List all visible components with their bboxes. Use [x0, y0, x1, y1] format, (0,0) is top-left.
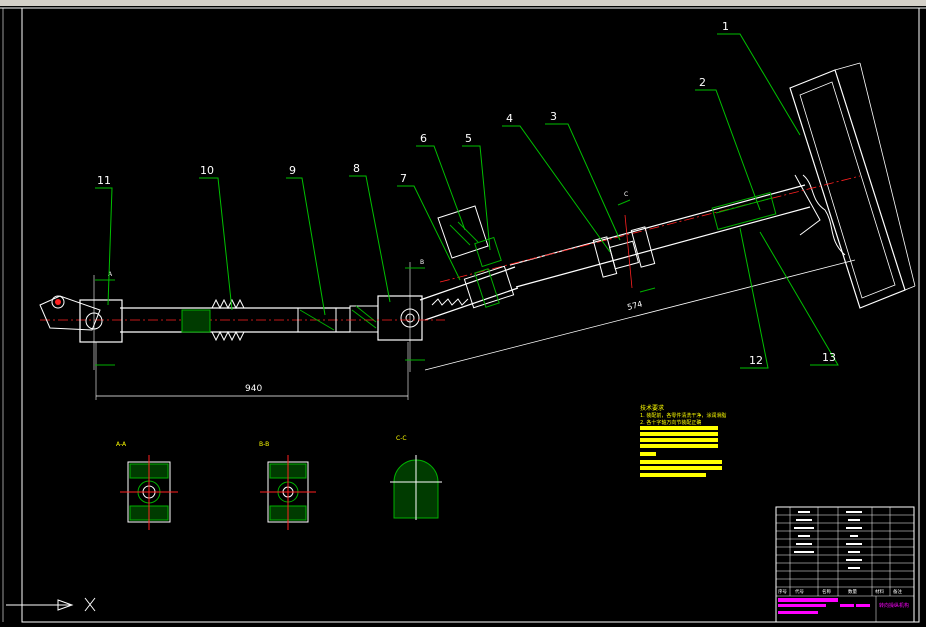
svg-text:A-A: A-A: [116, 441, 127, 448]
intermediate-shaft: [40, 298, 445, 342]
notes-line-1: 1. 装配前，各零件清洗干净，涂润滑脂: [640, 412, 726, 419]
window-title-bar: [0, 0, 926, 6]
section-view-c: C-C: [390, 435, 442, 520]
svg-text:序号: 序号: [778, 588, 787, 595]
svg-text:名称: 名称: [822, 588, 831, 595]
callout-12: 12: [749, 354, 763, 367]
universal-joint-upper: [349, 262, 423, 372]
notes-line-2: 2. 各十字轴万向节装配正确: [640, 419, 701, 426]
section-markers: A B C: [95, 191, 656, 366]
callout-10: 10: [200, 164, 214, 177]
dimension-940: 940: [95, 342, 409, 400]
column-lower-bracket: [419, 205, 519, 321]
callout-5: 5: [465, 132, 472, 145]
callout-6: 6: [420, 132, 427, 145]
section-view-a: A-A: [116, 441, 178, 530]
technical-requirements: 技术要求 1. 装配前，各零件清洗干净，涂润滑脂 2. 各十字轴万向节装配正确: [640, 404, 726, 477]
callout-11: 11: [97, 174, 111, 187]
svg-text:备注: 备注: [893, 588, 902, 595]
dimension-574: 574: [424, 259, 856, 371]
callout-9: 9: [289, 164, 296, 177]
drawing-border: [21, 7, 920, 623]
svg-text:代号: 代号: [795, 588, 804, 595]
steering-column-upper: [439, 175, 861, 289]
universal-joint-lower: [39, 275, 123, 370]
callout-8: 8: [353, 162, 360, 175]
steering-wheel: [789, 62, 916, 309]
callout-7: 7: [400, 172, 407, 185]
notes-title: 技术要求: [640, 404, 664, 412]
svg-text:A: A: [108, 271, 113, 278]
svg-text:C: C: [624, 191, 628, 198]
dimension-label-574: 574: [626, 300, 643, 312]
svg-text:数量: 数量: [848, 588, 857, 595]
drawing-name: 转向操纵机构: [879, 602, 909, 609]
callout-3: 3: [550, 110, 557, 123]
callout-4: 4: [506, 112, 513, 125]
section-view-b: B-B: [259, 441, 316, 530]
ucs-axis-icon: [6, 597, 96, 612]
callout-2: 2: [699, 76, 706, 89]
svg-text:材料: 材料: [875, 588, 884, 595]
dimension-label-940: 940: [245, 384, 262, 394]
title-block: 序号 代号 名称 数量 材料 备注 转向操纵机构: [775, 506, 915, 623]
leader-lines: [95, 33, 839, 369]
svg-text:B-B: B-B: [259, 441, 269, 448]
callout-1: 1: [722, 20, 729, 33]
svg-text:C-C: C-C: [396, 435, 407, 442]
callout-numbers: 1 2 3 4 5 6 7 8 9 10 11 12 13: [97, 20, 836, 367]
callout-13: 13: [822, 351, 836, 364]
svg-text:B: B: [420, 259, 424, 266]
